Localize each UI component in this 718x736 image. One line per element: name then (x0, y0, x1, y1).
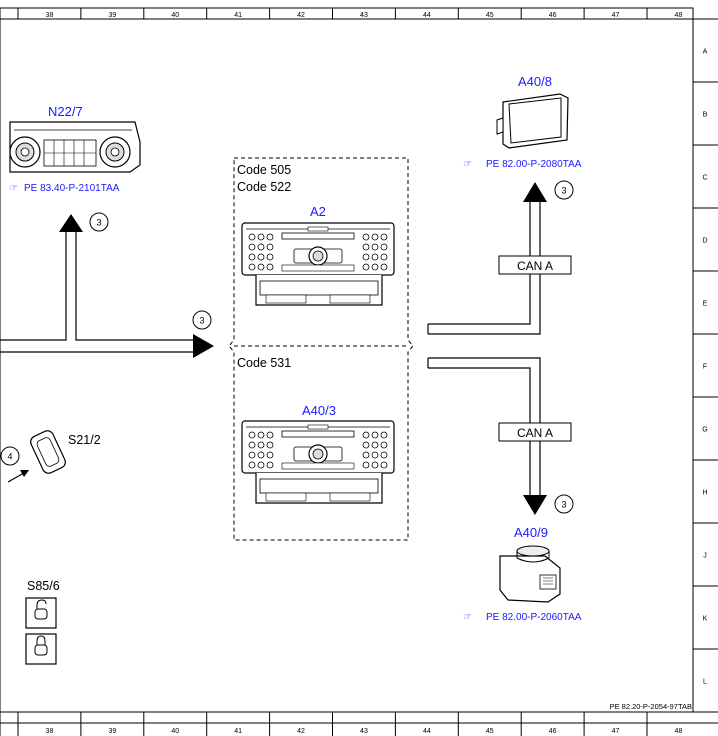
ruler-bottom: 38 39 40 41 42 43 44 45 46 47 48 (0, 712, 718, 736)
ruler-col-bottom-47: 47 (612, 728, 620, 735)
a40-3-label: A40/3 (302, 403, 336, 418)
variant-boxes: Code 505 Code 522 Code 531 (228, 157, 414, 541)
arrow-s21-2-icon (20, 470, 29, 477)
ruler-row-L: L (703, 679, 707, 686)
lower-can-line: CAN A 3 (427, 357, 574, 515)
ruler-row-D: D (702, 238, 707, 245)
ruler-col-39: 39 (108, 12, 116, 19)
a40-9-label: A40/9 (514, 525, 548, 540)
ruler-col-bottom-44: 44 (423, 728, 431, 735)
upper-can-line: CAN A 3 (427, 180, 574, 335)
n22-7-label: N22/7 (48, 104, 83, 119)
a2-radio-icon (241, 222, 395, 306)
controller-body-icon (499, 555, 561, 603)
can-a-lower-box (498, 422, 572, 442)
ruler-col-bottom-41: 41 (234, 728, 242, 735)
ruler-col-45: 45 (486, 12, 494, 19)
ruler-col-48: 48 (675, 12, 683, 19)
document-id: PE 82.20-P-2054-97TAB (610, 702, 692, 711)
s21-2-switch: S21/2 4 (0, 430, 101, 483)
ruler-col-bottom-46: 46 (549, 728, 557, 735)
a40-8-display: A40/8 ☞ PE 82.00-P-2080TAA (463, 74, 582, 170)
can-a-lower-label: CAN A (517, 426, 553, 440)
arrow-down-a40-9-icon (523, 495, 547, 515)
ruler-right: A B C D E F G H J K L (693, 18, 718, 686)
code-522-label: Code 522 (237, 180, 291, 194)
ruler-row-A: A (703, 49, 708, 56)
arrow-up-n22-7-icon (59, 214, 83, 232)
ruler-col-43: 43 (360, 12, 368, 19)
a2-label: A2 (310, 204, 326, 219)
s85-6-switches: S85/6 (25, 579, 60, 665)
ruler-row-J: J (703, 553, 707, 560)
lock-switch-icon (25, 633, 57, 665)
ruler-col-38: 38 (46, 12, 54, 19)
ruler-row-G: G (702, 427, 707, 434)
arrow-up-a40-8-icon (523, 182, 547, 202)
callout-n22-7: 3 (96, 218, 101, 228)
ruler-col-bottom-40: 40 (171, 728, 179, 735)
a40-3-head-unit: A40/3 (241, 403, 395, 504)
can-a-upper-label: CAN A (517, 259, 553, 273)
n22-7-ref[interactable]: PE 83.40-P-2101TAA (24, 183, 120, 194)
ruler-col-41: 41 (234, 12, 242, 19)
ruler-row-K: K (703, 616, 708, 623)
callout-a40-8: 3 (561, 186, 566, 196)
ruler-col-bottom-43: 43 (360, 728, 368, 735)
ruler-top: 38 39 40 41 42 43 44 45 46 47 48 (0, 8, 693, 20)
ruler-col-47: 47 (612, 12, 620, 19)
a40-9-controller: A40/9 ☞ PE 82.00-P-2060TAA (463, 525, 582, 623)
ruler-row-F: F (703, 364, 707, 371)
ruler-row-C: C (702, 175, 707, 182)
ruler-row-E: E (703, 301, 708, 308)
ruler-col-bottom-48: 48 (675, 728, 683, 735)
callout-a40-9: 3 (561, 500, 566, 510)
ruler-row-H: H (702, 490, 707, 497)
code-531-label: Code 531 (237, 356, 291, 370)
a40-9-ref[interactable]: PE 82.00-P-2060TAA (486, 612, 582, 623)
ref-hand-icon: ☞ (9, 183, 18, 194)
ruler-row-B: B (703, 112, 708, 119)
can-a-upper-box (498, 255, 572, 275)
code-505-label: Code 505 (237, 163, 291, 177)
ruler-col-bottom-42: 42 (297, 728, 305, 735)
a40-3-radio-icon (241, 420, 395, 504)
callout-s21-2: 4 (7, 452, 12, 462)
left-bus-line: 3 3 (0, 212, 214, 358)
callout-main-input: 3 (199, 316, 204, 326)
ruler-col-44: 44 (423, 12, 431, 19)
ruler-col-42: 42 (297, 12, 305, 19)
ruler-col-bottom-38: 38 (46, 728, 54, 735)
n22-7-unit: N22/7 ☞ PE 83.40-P-2101TAA (9, 104, 141, 194)
arrow-right-head-unit-icon (193, 334, 214, 358)
svg-text:☞: ☞ (463, 612, 472, 623)
ruler-col-46: 46 (549, 12, 557, 19)
svg-text:☞: ☞ (463, 159, 472, 170)
a40-8-label: A40/8 (518, 74, 552, 89)
ruler-col-40: 40 (171, 12, 179, 19)
frame (0, 7, 718, 713)
s21-2-label: S21/2 (68, 433, 101, 447)
ruler-col-bottom-45: 45 (486, 728, 494, 735)
a40-8-ref[interactable]: PE 82.00-P-2080TAA (486, 159, 582, 170)
a2-head-unit: A2 (241, 204, 395, 306)
ruler-col-bottom-39: 39 (108, 728, 116, 735)
s85-6-label: S85/6 (27, 579, 60, 593)
